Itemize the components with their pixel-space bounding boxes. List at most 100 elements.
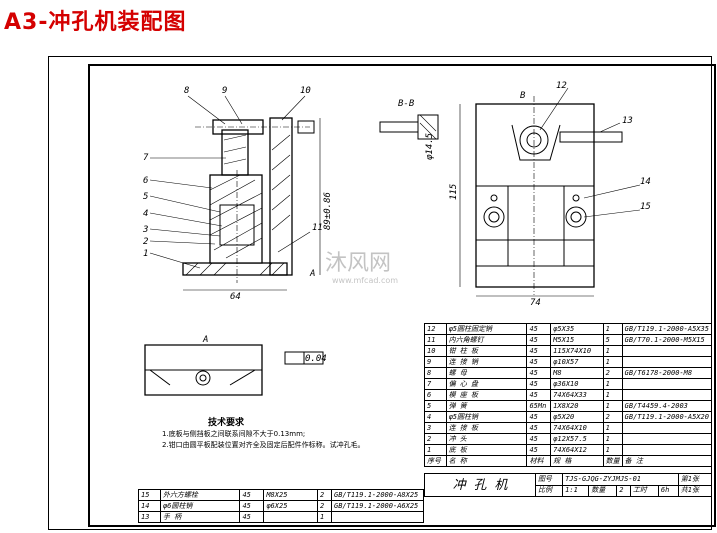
bom-cell: 74X64X33	[550, 389, 604, 401]
page-title: A3-冲孔机装配图	[4, 10, 187, 35]
bom-cell: 1X8X20	[550, 400, 604, 412]
bom-cell: φ36X10	[550, 378, 604, 390]
bom-cell: GB/T4459.4-2003	[621, 400, 713, 412]
bom-cell: 2	[317, 500, 332, 512]
hours-value: 6h	[657, 484, 679, 497]
balloon-5: 5	[143, 192, 148, 202]
bom-cell: 45	[526, 422, 552, 434]
bom-cell: 1	[602, 345, 623, 357]
section-label: B-B	[398, 99, 415, 109]
bom-cell: 连 接 销	[445, 356, 528, 368]
bom-cell: 14	[138, 500, 161, 512]
bom-header-cell: 序号	[424, 455, 447, 467]
balloon-14: 14	[640, 177, 651, 187]
bom-cell: 5	[602, 334, 623, 346]
bom-cell: 7	[424, 378, 447, 390]
sheet-border	[48, 56, 712, 530]
sheet-total: 共1张	[677, 484, 713, 497]
bom-cell: 底 板	[445, 444, 528, 456]
balloon-13: 13	[622, 116, 633, 126]
bom-cell: GB/T119.1-2000-A8X25	[330, 489, 425, 501]
balloon-15: 15	[640, 202, 651, 212]
bom-cell: φ5X35	[550, 323, 604, 335]
bom-cell: φ5X20	[550, 411, 604, 423]
bom-cell: 偏 心 盘	[445, 378, 528, 390]
bom-cell: M8X25	[263, 489, 319, 501]
bom-cell: GB/T119.1-2000-A5X20	[621, 411, 713, 423]
front-view	[182, 117, 321, 291]
flatness-value: 0.04	[305, 354, 327, 364]
bom-cell: 45	[526, 345, 552, 357]
bom-cell: 74X64X10	[550, 422, 604, 434]
bom-header-cell: 材料	[526, 455, 552, 467]
tech-line-1: 1.底板与侧挡板之间联系间隙不大于0.13mm;	[162, 430, 306, 438]
tech-line-2: 2.钳口由圆平板配装位置对齐全及固定后配件作标称。试冲孔毛。	[162, 441, 365, 449]
bom-cell: 45	[526, 323, 552, 335]
bom-cell: 手 柄	[159, 511, 241, 523]
bom-cell	[621, 389, 713, 401]
drawing-name: 冲 孔 机	[424, 473, 536, 497]
bom-header-cell: 备 注	[621, 455, 713, 467]
bom-cell: 8	[424, 367, 447, 379]
bom-cell: 模 座 板	[445, 389, 528, 401]
bom-cell: 内六角螺钉	[445, 334, 528, 346]
bom-cell: 45	[526, 334, 552, 346]
bom-cell	[621, 356, 713, 368]
bom-cell: 外六方螺栓	[159, 489, 241, 501]
bom-cell: GB/T119.1-2000-A6X25	[330, 500, 425, 512]
bom-cell: 10	[424, 345, 447, 357]
bom-cell: 1	[602, 444, 623, 456]
dim-width-side: 74	[530, 298, 541, 308]
bom-cell: 45	[526, 356, 552, 368]
bom-cell: 45	[526, 444, 552, 456]
bom-cell: 6	[424, 389, 447, 401]
side-view	[459, 96, 623, 297]
bom-cell: 45	[239, 489, 265, 501]
balloon-9: 9	[222, 86, 227, 96]
bom-cell: 45	[526, 433, 552, 445]
bom-header-cell: 名 称	[445, 455, 528, 467]
balloon-3: 3	[142, 225, 148, 235]
section-view-bb	[379, 114, 439, 140]
bom-cell: M5X15	[550, 334, 604, 346]
tech-heading: 技术要求	[208, 418, 245, 428]
bom-cell: 1	[317, 511, 332, 523]
bom-cell: 1	[602, 433, 623, 445]
bom-cell: 2	[317, 489, 332, 501]
bom-cell: 冲 头	[445, 433, 528, 445]
bom-cell: 13	[138, 511, 161, 523]
bom-cell: 3	[424, 422, 447, 434]
scale-value: 1:1	[562, 484, 590, 497]
bom-cell: φ10X57	[550, 356, 604, 368]
bom-cell: 9	[424, 356, 447, 368]
bom-cell: 45	[239, 511, 265, 523]
bom-cell: 1	[602, 356, 623, 368]
bom-cell: 2	[424, 433, 447, 445]
bom-cell: 1	[602, 400, 623, 412]
bom-cell: 1	[602, 422, 623, 434]
bom-cell: 5	[424, 400, 447, 412]
dim-width-main: 64	[230, 292, 241, 302]
bom-cell: φ12X57.5	[550, 433, 604, 445]
dim-height-side: 115	[449, 184, 459, 200]
bom-cell: 45	[526, 378, 552, 390]
balloon-2: 2	[143, 237, 148, 247]
bom-cell: 2	[602, 367, 623, 379]
bom-cell: 11	[424, 334, 447, 346]
view-arrow-label: A	[309, 269, 315, 279]
balloon-10: 10	[300, 86, 311, 96]
balloon-4: 4	[143, 209, 148, 219]
bom-cell	[621, 433, 713, 445]
bom-header-row: 序号 名 称 材料 规 格 数量 备 注	[424, 455, 713, 467]
bom-cell: 45	[526, 367, 552, 379]
